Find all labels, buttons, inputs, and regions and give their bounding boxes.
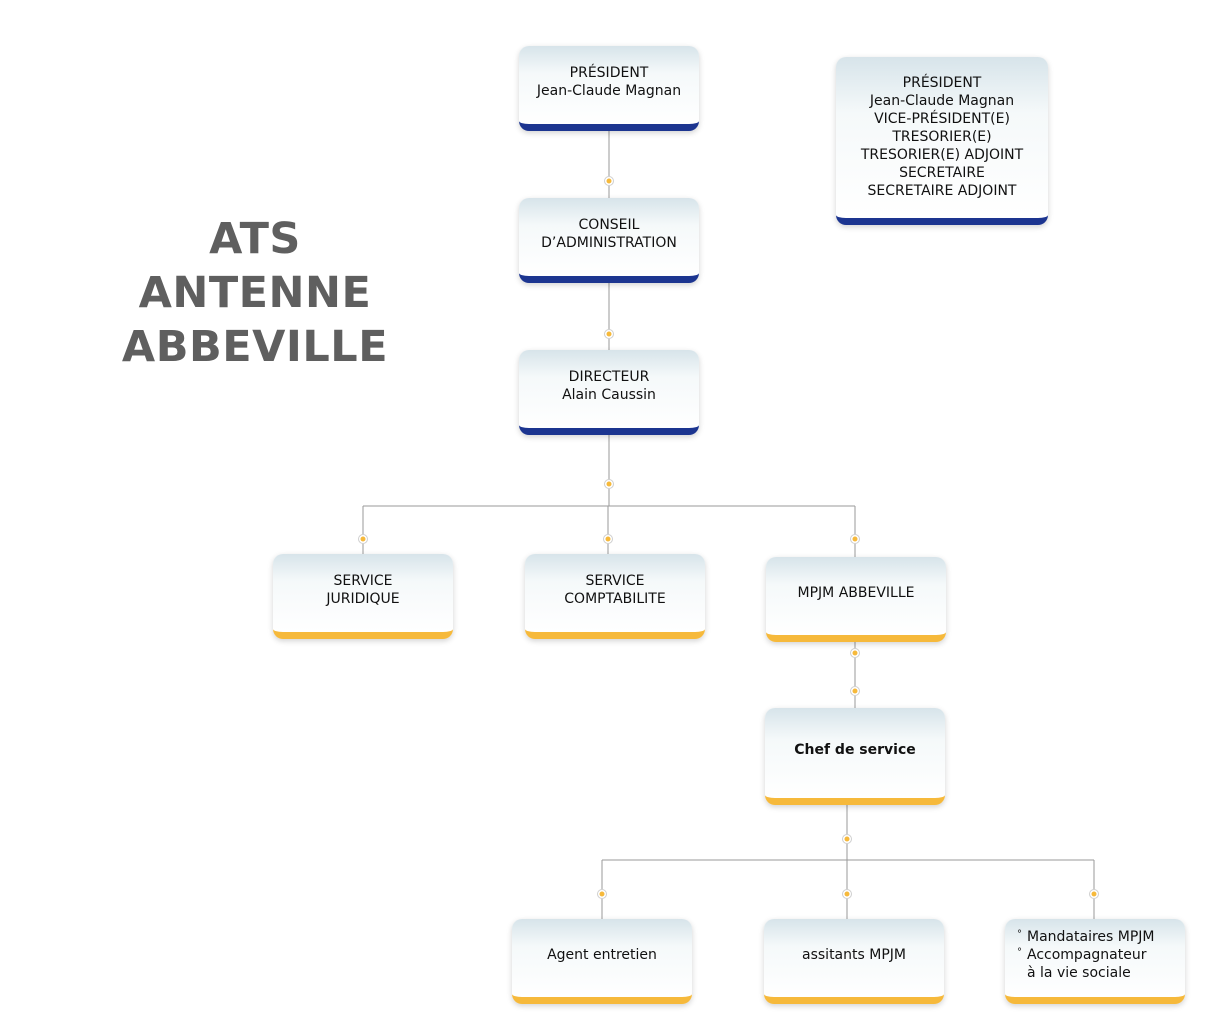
node-agent-label: Agent entretien (547, 947, 657, 963)
mandataires-item-continuation: à la vie sociale (1017, 964, 1131, 982)
node-president-role: PRÉSIDENT (569, 65, 649, 81)
chart-title: ATS ANTENNE ABBEVILLE (90, 212, 420, 374)
node-president-name: Jean-Claude Magnan (536, 83, 682, 99)
node-mpjm-abbeville: MPJM ABBEVILLE (766, 557, 946, 642)
bureau-line: SECRETAIRE ADJOINT (867, 182, 1017, 199)
bureau-line: TRESORIER(E) ADJOINT (860, 146, 1024, 163)
node-service-juridique: SERVICE JURIDIQUE (273, 554, 453, 639)
bureau-line: Jean-Claude Magnan (869, 92, 1015, 109)
node-assistants-mpjm: assitants MPJM (764, 919, 944, 1004)
node-chef-label: Chef de service (794, 742, 916, 758)
node-mandataires: ° Mandataires MPJM ° Accompagnateur à la… (1005, 919, 1185, 1004)
bullet-icon: ° (1017, 947, 1022, 958)
bureau-line: TRESORIER(E) (892, 128, 992, 145)
bureau-line: PRÉSIDENT (902, 74, 982, 91)
node-directeur-name: Alain Caussin (562, 387, 656, 403)
mandataires-item-2-cont: à la vie sociale (1027, 965, 1131, 981)
title-line-2: ABBEVILLE (121, 322, 389, 372)
node-directeur: DIRECTEUR Alain Caussin (519, 350, 699, 435)
mandataires-item: ° Mandataires MPJM (1017, 928, 1155, 946)
node-service-comptabilite: SERVICE COMPTABILITE (525, 554, 705, 639)
node-directeur-role: DIRECTEUR (568, 369, 650, 385)
node-conseil: CONSEIL D’ADMINISTRATION (519, 198, 699, 283)
node-conseil-line2: D’ADMINISTRATION (541, 235, 677, 251)
node-president: PRÉSIDENT Jean-Claude Magnan (519, 46, 699, 131)
node-assistants-label: assitants MPJM (802, 947, 906, 963)
node-agent-entretien: Agent entretien (512, 919, 692, 1004)
node-juridique-line2: JURIDIQUE (326, 591, 400, 607)
bullet-icon: ° (1017, 929, 1022, 940)
title-line-1: ATS ANTENNE (138, 214, 372, 318)
node-conseil-line1: CONSEIL (578, 217, 640, 233)
mandataires-item: ° Accompagnateur (1017, 946, 1146, 964)
node-bureau: PRÉSIDENT Jean-Claude Magnan VICE-PRÉSID… (836, 57, 1048, 225)
node-mpjm-label: MPJM ABBEVILLE (797, 585, 915, 601)
node-comptabilite-line2: COMPTABILITE (564, 591, 666, 607)
node-chef-de-service: Chef de service (765, 708, 945, 805)
mandataires-item-2: Accompagnateur (1027, 947, 1147, 963)
bureau-line: VICE-PRÉSIDENT(E) (874, 110, 1010, 127)
node-juridique-line1: SERVICE (333, 573, 393, 589)
mandataires-item-1: Mandataires MPJM (1027, 929, 1155, 945)
bureau-line: SECRETAIRE (899, 164, 985, 181)
node-comptabilite-line1: SERVICE (585, 573, 645, 589)
